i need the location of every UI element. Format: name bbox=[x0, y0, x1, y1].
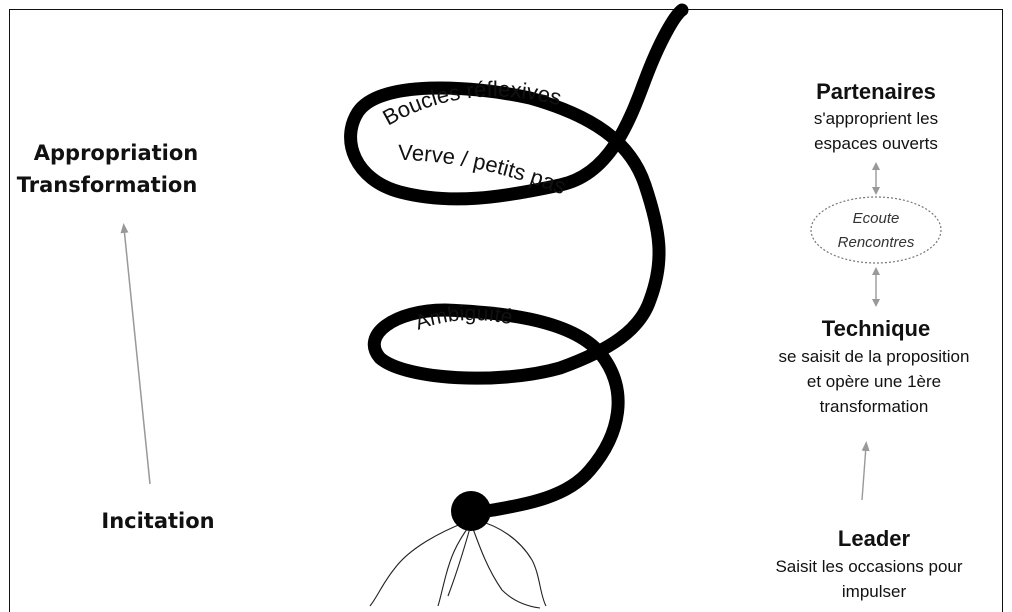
technique-line3: transformation bbox=[820, 397, 929, 416]
ecoute-oval bbox=[810, 196, 942, 264]
technique-line1: se saisit de la proposition bbox=[779, 347, 970, 366]
right-progress-arrow bbox=[861, 441, 870, 501]
oval-text-ecoute: Ecoute bbox=[853, 210, 900, 227]
leader-line1: Saisit les occasions pour bbox=[775, 557, 962, 576]
left-label-transformation: Transformation bbox=[17, 173, 198, 197]
double-arrow-middle bbox=[872, 267, 880, 307]
leader-line2: impulser bbox=[842, 582, 907, 601]
leader-title: Leader bbox=[838, 526, 911, 551]
partenaires-title: Partenaires bbox=[816, 79, 936, 104]
oval-text-rencontres: Rencontres bbox=[838, 234, 915, 251]
partenaires-line1: s'approprient les bbox=[814, 109, 938, 128]
diagram-frame bbox=[9, 9, 1003, 612]
root-node bbox=[451, 491, 491, 531]
left-progress-arrow bbox=[120, 223, 151, 485]
technique-title: Technique bbox=[822, 316, 930, 341]
spiral-path bbox=[344, 3, 689, 520]
left-label-appropriation: Appropriation bbox=[34, 141, 198, 165]
double-arrow-top bbox=[872, 162, 880, 195]
root-lines bbox=[369, 519, 547, 609]
left-label-incitation: Incitation bbox=[101, 509, 214, 533]
technique-line2: et opère une 1ère bbox=[807, 372, 941, 391]
partenaires-line2: espaces ouverts bbox=[814, 134, 938, 153]
